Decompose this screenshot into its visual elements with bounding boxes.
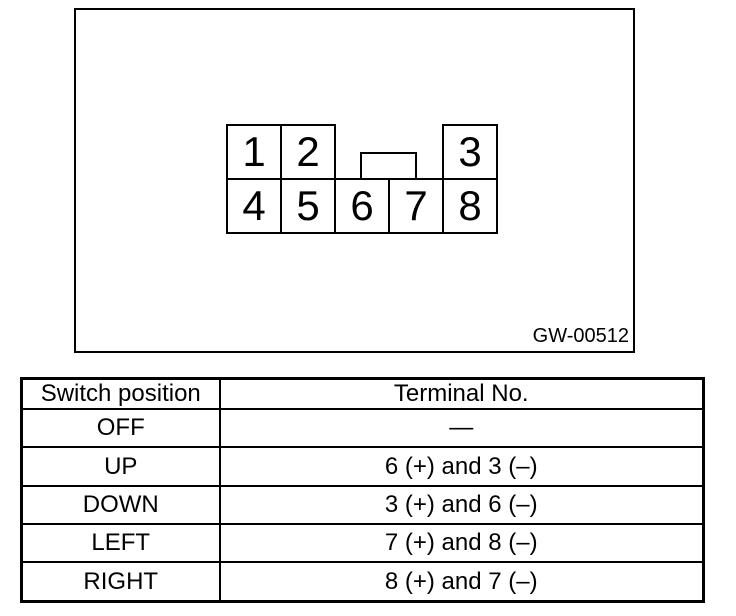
connector-figure-box: 1 2 3 4 5 6 7 8 GW-00512 xyxy=(74,8,635,353)
terminal-cell-3: 3 xyxy=(442,124,498,180)
terminal-value-right: 8 (+) and 7 (–) xyxy=(218,561,705,603)
table-row-left: LEFT 7 (+) and 8 (–) xyxy=(20,523,705,564)
connector-key-notch xyxy=(360,152,417,180)
col-header-switch-position: Switch position xyxy=(20,377,221,410)
table-row-right: RIGHT 8 (+) and 7 (–) xyxy=(20,561,705,603)
terminal-label-3: 3 xyxy=(458,128,482,175)
terminal-label-2: 2 xyxy=(296,128,320,175)
terminal-value-off: — xyxy=(218,407,705,449)
terminal-cell-7: 7 xyxy=(388,178,444,234)
figure-id-label: GW-00512 xyxy=(532,325,629,347)
switch-position-down: DOWN xyxy=(20,484,221,526)
table-row-down: DOWN 3 (+) and 6 (–) xyxy=(20,484,705,526)
terminal-label-4: 4 xyxy=(242,182,266,229)
terminal-label-1: 1 xyxy=(242,128,266,175)
switch-position-up: UP xyxy=(20,446,221,487)
col-header-terminal-no: Terminal No. xyxy=(218,377,705,410)
terminal-value-up: 6 (+) and 3 (–) xyxy=(218,446,705,487)
connector-diagram: 1 2 3 4 5 6 7 8 GW-00512 xyxy=(76,10,633,351)
terminal-label-5: 5 xyxy=(296,182,320,229)
switch-position-left: LEFT xyxy=(20,523,221,564)
switch-position-right: RIGHT xyxy=(20,561,221,603)
table-row-off: OFF — xyxy=(20,407,705,449)
terminal-label-8: 8 xyxy=(458,182,482,229)
terminal-cell-2: 2 xyxy=(280,124,336,180)
terminal-cell-5: 5 xyxy=(280,178,336,234)
terminal-label-6: 6 xyxy=(350,182,374,229)
terminal-cell-1: 1 xyxy=(226,124,282,180)
terminal-cell-6: 6 xyxy=(334,178,390,234)
terminal-label-7: 7 xyxy=(404,182,428,229)
table-row-up: UP 6 (+) and 3 (–) xyxy=(20,446,705,487)
terminal-value-down: 3 (+) and 6 (–) xyxy=(218,484,705,526)
switch-position-off: OFF xyxy=(20,407,221,449)
switch-terminal-table: Switch position Terminal No. OFF — UP 6 … xyxy=(20,377,705,603)
table-header-row: Switch position Terminal No. xyxy=(20,377,705,410)
terminal-cell-4: 4 xyxy=(226,178,282,234)
terminal-value-left: 7 (+) and 8 (–) xyxy=(218,523,705,564)
terminal-cell-8: 8 xyxy=(442,178,498,234)
